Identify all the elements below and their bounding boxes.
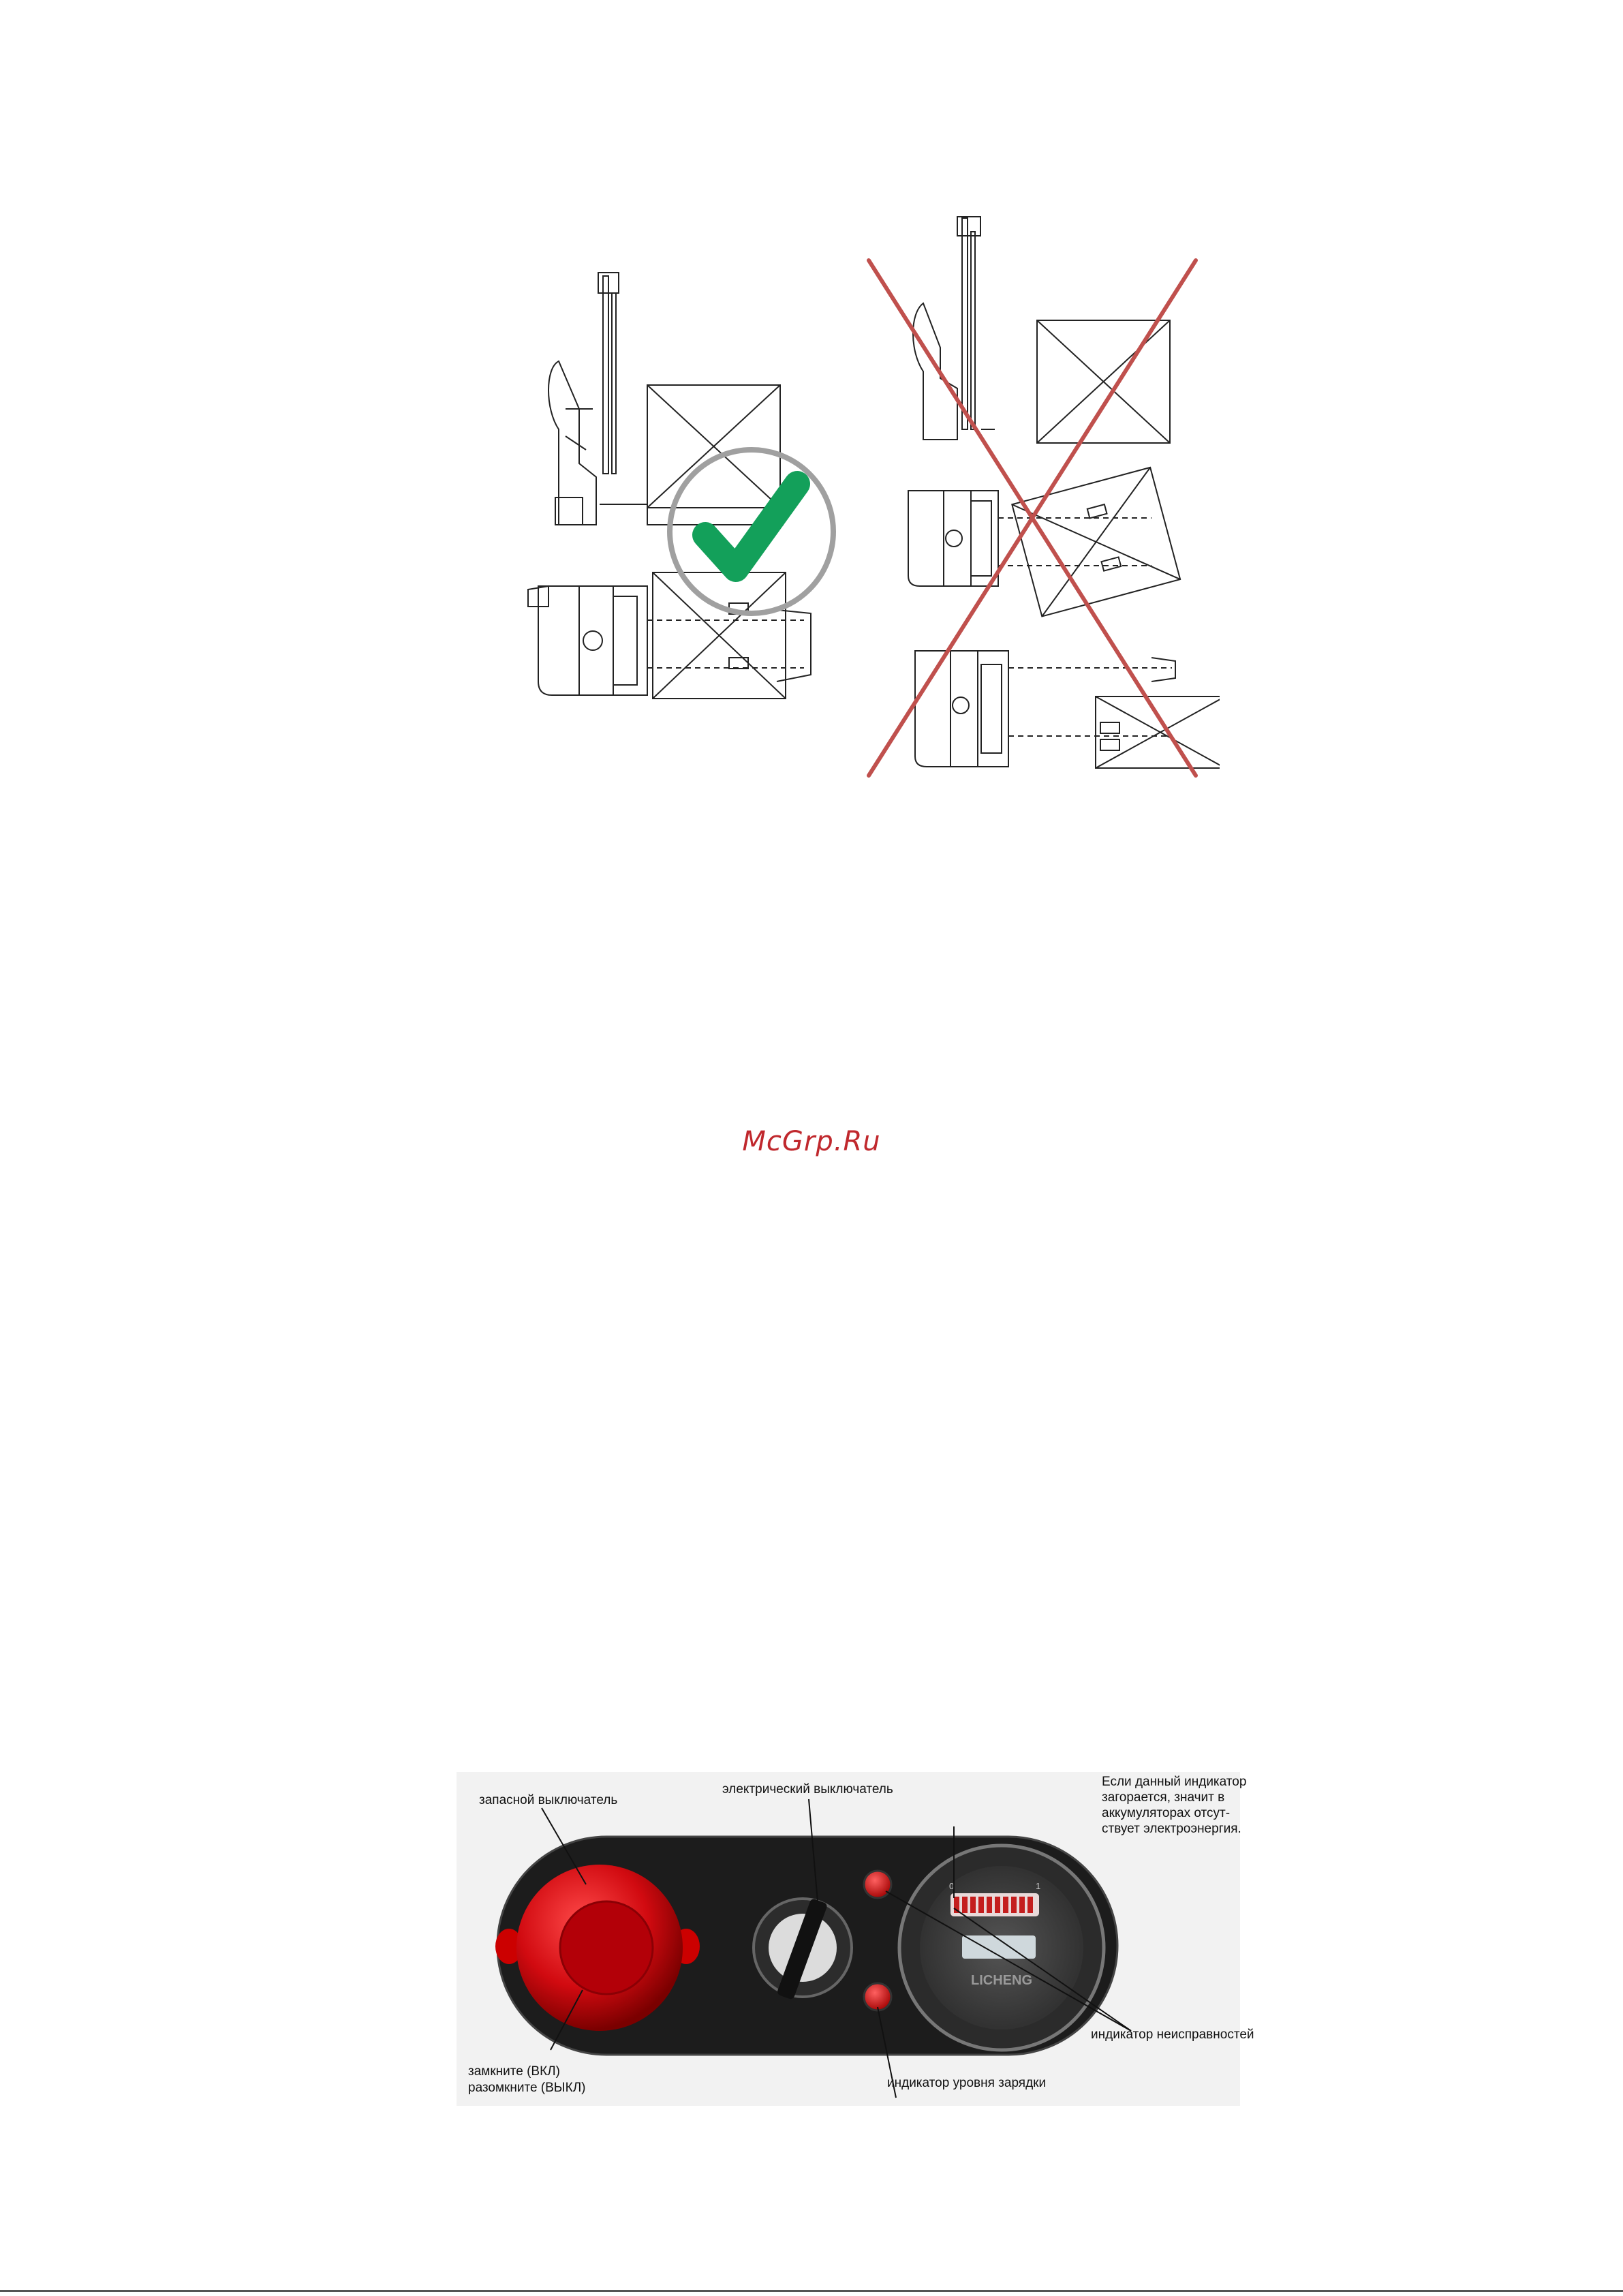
load-box-lower-left: [653, 572, 786, 699]
close-on-label: замкните (ВКЛ): [468, 2064, 560, 2079]
watermark-text: McGrp.Ru: [0, 1126, 1623, 1157]
load-placement-illustration: [518, 204, 1220, 791]
gauge-brand: LICHENG: [971, 1973, 1032, 1988]
load-box-upper-left: [647, 385, 780, 508]
truck-side-view-right: [913, 217, 995, 440]
check-mark-icon: [670, 450, 833, 613]
battery-note-line-2: загорается, значит в: [1102, 1790, 1224, 1805]
load-box-offset: [1096, 697, 1220, 768]
truck-top-view-left: [528, 586, 811, 695]
spare-switch-label: запасной выключатель: [479, 1792, 617, 1808]
charge-indicator-led: [864, 1983, 891, 2010]
charge-indicator-label: индикатор уровня зарядки: [887, 2075, 1046, 2091]
fault-indicator-led: [864, 1871, 891, 1898]
fault-indicator-label: индикатор неисправностей: [1091, 2027, 1254, 2042]
truck-side-view-left: [548, 273, 784, 525]
truck-top-view-right-2: [915, 651, 1175, 767]
battery-note-line-4: ствует электроэнергия.: [1102, 1821, 1241, 1837]
gauge-scale-max: 1: [1036, 1881, 1040, 1891]
open-off-label: разомкните (ВЫКЛ): [468, 2080, 585, 2096]
battery-gauge: 0 1 LICHENG: [899, 1846, 1104, 2050]
load-box-upper-right: [1037, 320, 1170, 443]
page-bottom-rule: [0, 2290, 1623, 2292]
battery-note-line-3: аккумуляторах отсут-: [1102, 1805, 1230, 1821]
correct-placement-diagram: [528, 273, 811, 699]
battery-note-line-1: Если данный индикатор: [1102, 1774, 1246, 1790]
electric-switch-label: электрический выключатель: [722, 1781, 893, 1797]
load-box-rotated: [1012, 468, 1180, 617]
